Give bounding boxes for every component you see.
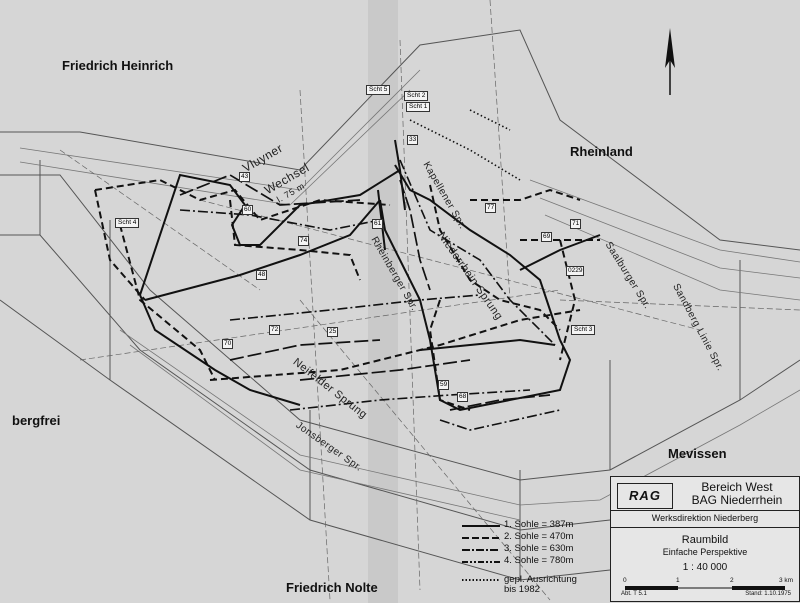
company-name: Bereich West BAG Niederrhein [679,481,795,507]
region-bergfrei: bergfrei [12,413,61,428]
level-planes [19,69,800,521]
legend-row-level-1: 1. Sohle = 387m [462,519,612,531]
marker-number: 74 [298,236,310,246]
map-scale: 1 : 40 000 [682,562,728,573]
legend-label: gepl. Ausrichtung [504,574,577,585]
legend-swatch-dashed [462,537,500,539]
planned-lines [409,109,521,181]
shaft-label-4: Scht 4 [115,218,140,228]
map-title: Raumbild [681,534,729,546]
scale-tick-1: 1 [676,577,680,584]
legend-label: 4. Sohle = 780m [504,555,574,566]
legend-swatch-dash-dot [462,549,500,551]
directorate: Werksdirektion Niederberg [651,513,759,523]
shaft-label-2: Scht 2 [404,91,429,101]
scale-tick-3: 3 km [779,577,794,584]
marker-number: 70 [222,339,234,349]
region-rheinland: Rheinland [570,144,633,159]
marker-number: 60 [242,205,254,215]
marker-number: 71 [570,219,582,229]
marker-number: 33 [407,135,419,145]
title-divider [611,527,799,528]
shaft-label-1: Scht 1 [406,102,431,112]
region-friedrich-nolte: Friedrich Nolte [286,580,378,595]
block-outline [0,29,800,581]
region-friedrich-heinrich: Friedrich Heinrich [62,58,174,73]
legend: 1. Sohle = 387m 2. Sohle = 470m 3. Sohle… [462,519,612,595]
marker-number: 61 [372,219,384,229]
marker-number: 48 [256,270,268,280]
marker-number: 43 [239,172,251,182]
legend-label: 1. Sohle = 387m [504,519,574,530]
map-subtitle: Einfache Perspektive [662,547,748,557]
level-1-lines [139,139,601,412]
marker-number: 25 [327,327,339,337]
level-3-lines [179,159,561,431]
legend-label: 3. Sohle = 630m [504,543,574,554]
company-logo: RAG [617,483,673,509]
legend-row-level-2: 2. Sohle = 470m [462,531,612,543]
marker-number: 59 [438,380,450,390]
legend-label: 2. Sohle = 470m [504,531,574,542]
legend-label-year: bis 1982 [504,584,540,595]
legend-swatch-dotted [462,579,500,581]
marker-number: 69 [541,232,553,242]
shaft-label-5: Scht 5 [366,85,391,95]
legend-swatch-dash-dot-dot [462,561,500,563]
legend-row-level-3: 3. Sohle = 630m [462,543,612,555]
north-arrow [665,28,675,95]
company-line-2: BAG Niederrhein [691,493,783,507]
department-code: Abt. T 5.1 [621,591,647,597]
marker-number: 72 [269,325,281,335]
title-divider [611,510,799,511]
legend-row-level-4: 4. Sohle = 780m [462,555,612,567]
marker-number: 68 [457,392,469,402]
scale-tick-2: 2 [730,577,734,584]
company-line-1: Bereich West [701,480,773,494]
marker-number: 0229 [566,266,585,276]
shaft-label-3: Scht 3 [571,325,596,335]
scale-bar [625,586,785,590]
marker-number: 77 [485,203,497,213]
region-mevissen: Mevissen [668,446,727,461]
legend-swatch-solid [462,525,500,527]
legend-row-planned: gepl. Ausrichtung bis 1982 [462,574,577,595]
center-fold [368,0,398,603]
revision-date: Stand: 1.10.1975 [745,591,791,597]
title-block: RAG Bereich West BAG Niederrhein Werksdi… [610,476,800,602]
scale-tick-0: 0 [623,577,627,584]
